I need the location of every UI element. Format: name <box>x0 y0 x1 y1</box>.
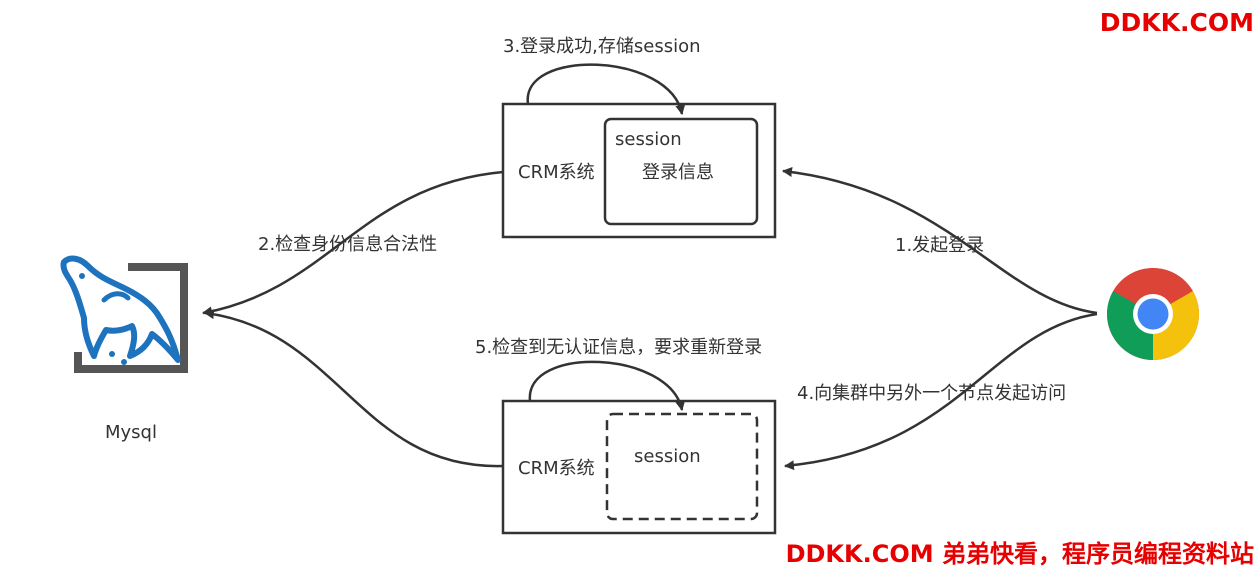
crm-label-top: CRM系统 <box>518 162 595 183</box>
session-title-bottom: session <box>634 446 701 467</box>
edge-check-identity <box>202 170 504 317</box>
session-box-top <box>603 117 759 226</box>
crm-node-bottom: CRM系统 session <box>501 399 777 535</box>
edge-label-step3: 3.登录成功,存储session <box>503 36 701 57</box>
mysql-dolphin-icon <box>60 255 188 373</box>
mysql-label: Mysql <box>105 422 157 443</box>
crm-node-top: CRM系统 session 登录信息 <box>501 102 777 239</box>
edge-login-request <box>782 167 1098 315</box>
session-title-top: session <box>615 129 682 150</box>
browser-node <box>1107 268 1199 360</box>
edge-relogin-loop <box>528 360 686 411</box>
edge-label-step1: 1.发起登录 <box>895 235 984 256</box>
chrome-icon <box>1107 268 1199 360</box>
crm-label-bottom: CRM系统 <box>518 458 595 479</box>
edge-label-step4: 4.向集群中另外一个节点发起访问 <box>797 383 1066 404</box>
edge-store-session <box>526 63 686 115</box>
watermark-top: DDKK.COM <box>1100 8 1254 37</box>
edge-label-step2: 2.检查身份信息合法性 <box>258 234 437 255</box>
edge-label-step5: 5.检查到无认证信息，要求重新登录 <box>475 337 762 358</box>
mysql-node: Mysql <box>60 255 188 443</box>
edge-check-bottom <box>204 309 504 468</box>
watermark-bottom: DDKK.COM 弟弟快看，程序员编程资料站 <box>786 540 1254 567</box>
edge-cluster-access <box>784 312 1098 471</box>
session-box-bottom <box>605 412 759 521</box>
session-content-top: 登录信息 <box>642 162 714 183</box>
